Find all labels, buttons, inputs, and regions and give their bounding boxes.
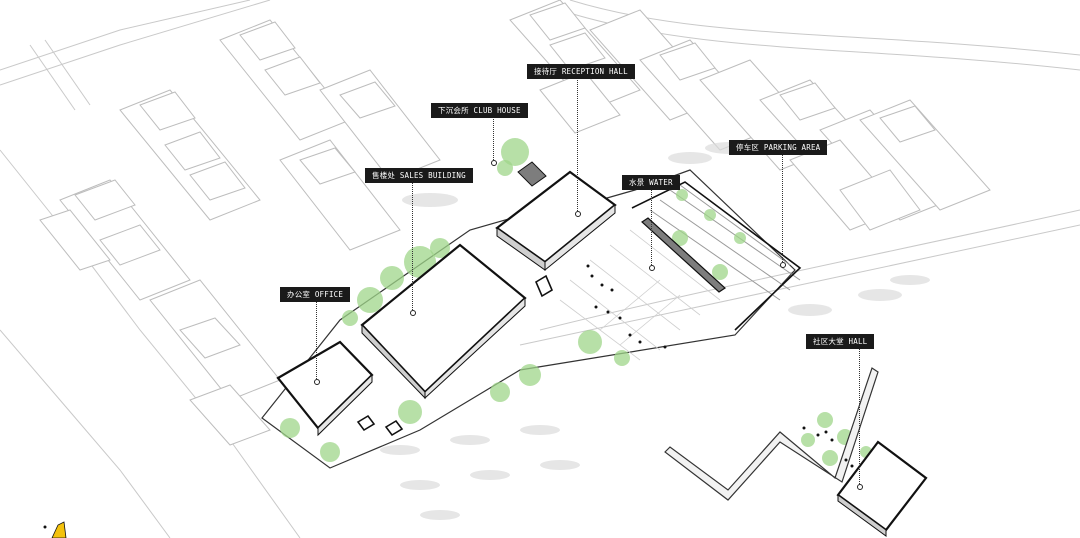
reception-hall <box>495 170 617 272</box>
anchor-dot-parking <box>780 262 786 268</box>
accent-figure <box>43 521 67 538</box>
leader-office <box>316 301 317 381</box>
anchor-dot-office <box>314 379 320 385</box>
anchor-dot-sales <box>410 310 416 316</box>
water-wall <box>641 217 726 293</box>
parking-wall <box>631 181 802 331</box>
context-residential-left <box>39 19 441 446</box>
hall-building <box>836 440 928 537</box>
anchor-dot-clubhouse <box>491 160 497 166</box>
label-parking-area: 停车区 PARKING AREA <box>729 140 828 155</box>
people-dots <box>586 264 854 468</box>
anchor-dot-water <box>649 265 655 271</box>
sales-building <box>360 243 527 400</box>
label-office: 办公室 OFFICE <box>280 287 351 302</box>
club-house <box>517 161 547 187</box>
leader-hall <box>859 348 860 486</box>
label-hall: 社区大堂 HALL <box>806 334 875 349</box>
hall-path <box>664 367 879 501</box>
office-building <box>276 340 374 437</box>
trees <box>280 138 872 466</box>
label-water: 水景 WATER <box>622 175 680 190</box>
leader-parking <box>782 154 783 264</box>
site-boundary <box>261 169 796 469</box>
label-sales-building: 售楼处 SALES BUILDING <box>365 168 473 183</box>
leader-clubhouse <box>493 117 494 162</box>
leader-reception <box>577 78 578 213</box>
anchor-dot-hall <box>857 484 863 490</box>
plaza-paving <box>559 229 721 361</box>
leader-sales <box>412 182 413 312</box>
small-pavilions <box>356 274 554 437</box>
anchor-dot-reception <box>575 211 581 217</box>
label-club-house: 下沉会所 CLUB HOUSE <box>431 103 528 118</box>
leader-water <box>651 189 652 267</box>
label-reception-hall: 接待厅 RECEPTION HALL <box>527 64 635 79</box>
